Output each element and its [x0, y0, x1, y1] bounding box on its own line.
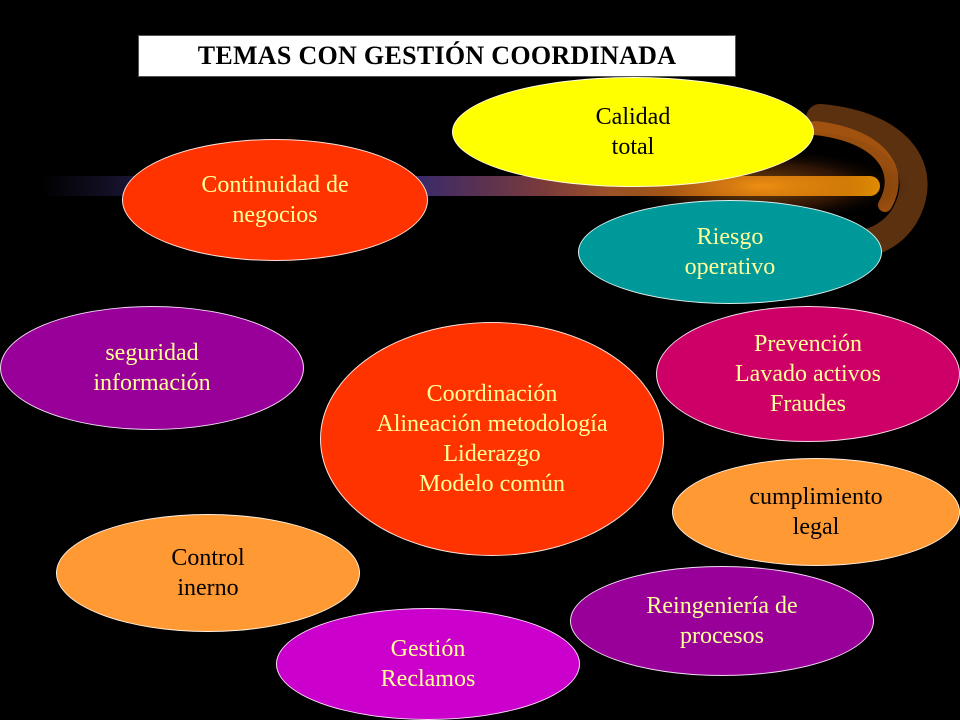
node-line: Modelo común	[419, 471, 565, 497]
node-riesgo-operativo: Riesgo operativo	[578, 200, 882, 304]
node-line: Continuidad de	[201, 172, 349, 198]
node-line: negocios	[232, 202, 318, 228]
node-calidad-total-text: Calidad total	[596, 102, 671, 162]
node-line: total	[611, 134, 655, 160]
node-calidad-total: Calidad total	[452, 77, 814, 187]
node-line: Control	[171, 545, 245, 571]
diagram-title: TEMAS CON GESTIÓN COORDINADA	[138, 35, 736, 77]
node-cumplimiento-legal-text: cumplimiento legal	[749, 482, 882, 542]
node-control-interno-text: Control inerno	[171, 543, 244, 603]
node-line: información	[93, 370, 211, 396]
node-line: inerno	[177, 575, 239, 601]
node-line: Liderazgo	[443, 441, 541, 467]
node-line: Calidad	[595, 104, 671, 130]
node-line: Prevención	[754, 331, 862, 357]
node-seguridad-informacion-text: seguridad información	[93, 338, 210, 398]
node-line: Lavado activos	[735, 361, 881, 387]
node-line: Gestión	[390, 636, 466, 662]
node-continuidad-negocios-text: Continuidad de negocios	[201, 170, 348, 230]
node-riesgo-operativo-text: Riesgo operativo	[685, 222, 776, 282]
node-reingenieria-procesos-text: Reingeniería de procesos	[646, 591, 797, 651]
node-seguridad-informacion: seguridad información	[0, 306, 304, 430]
node-line: Coordinación	[426, 381, 558, 407]
node-line: legal	[792, 514, 840, 540]
node-line: seguridad	[105, 340, 199, 366]
node-line: Reclamos	[380, 666, 476, 692]
node-line: Fraudes	[770, 391, 846, 417]
node-line: Alineación metodología	[376, 411, 608, 437]
node-cumplimiento-legal: cumplimiento legal	[672, 458, 960, 566]
node-line: Riesgo	[696, 224, 764, 250]
node-line: cumplimiento	[749, 484, 883, 510]
node-line: Reingeniería de	[646, 593, 798, 619]
node-reingenieria-procesos: Reingeniería de procesos	[570, 566, 874, 676]
node-line: operativo	[684, 254, 776, 280]
node-control-interno: Control inerno	[56, 514, 360, 632]
node-continuidad-negocios: Continuidad de negocios	[122, 139, 428, 261]
node-line: procesos	[680, 623, 764, 649]
